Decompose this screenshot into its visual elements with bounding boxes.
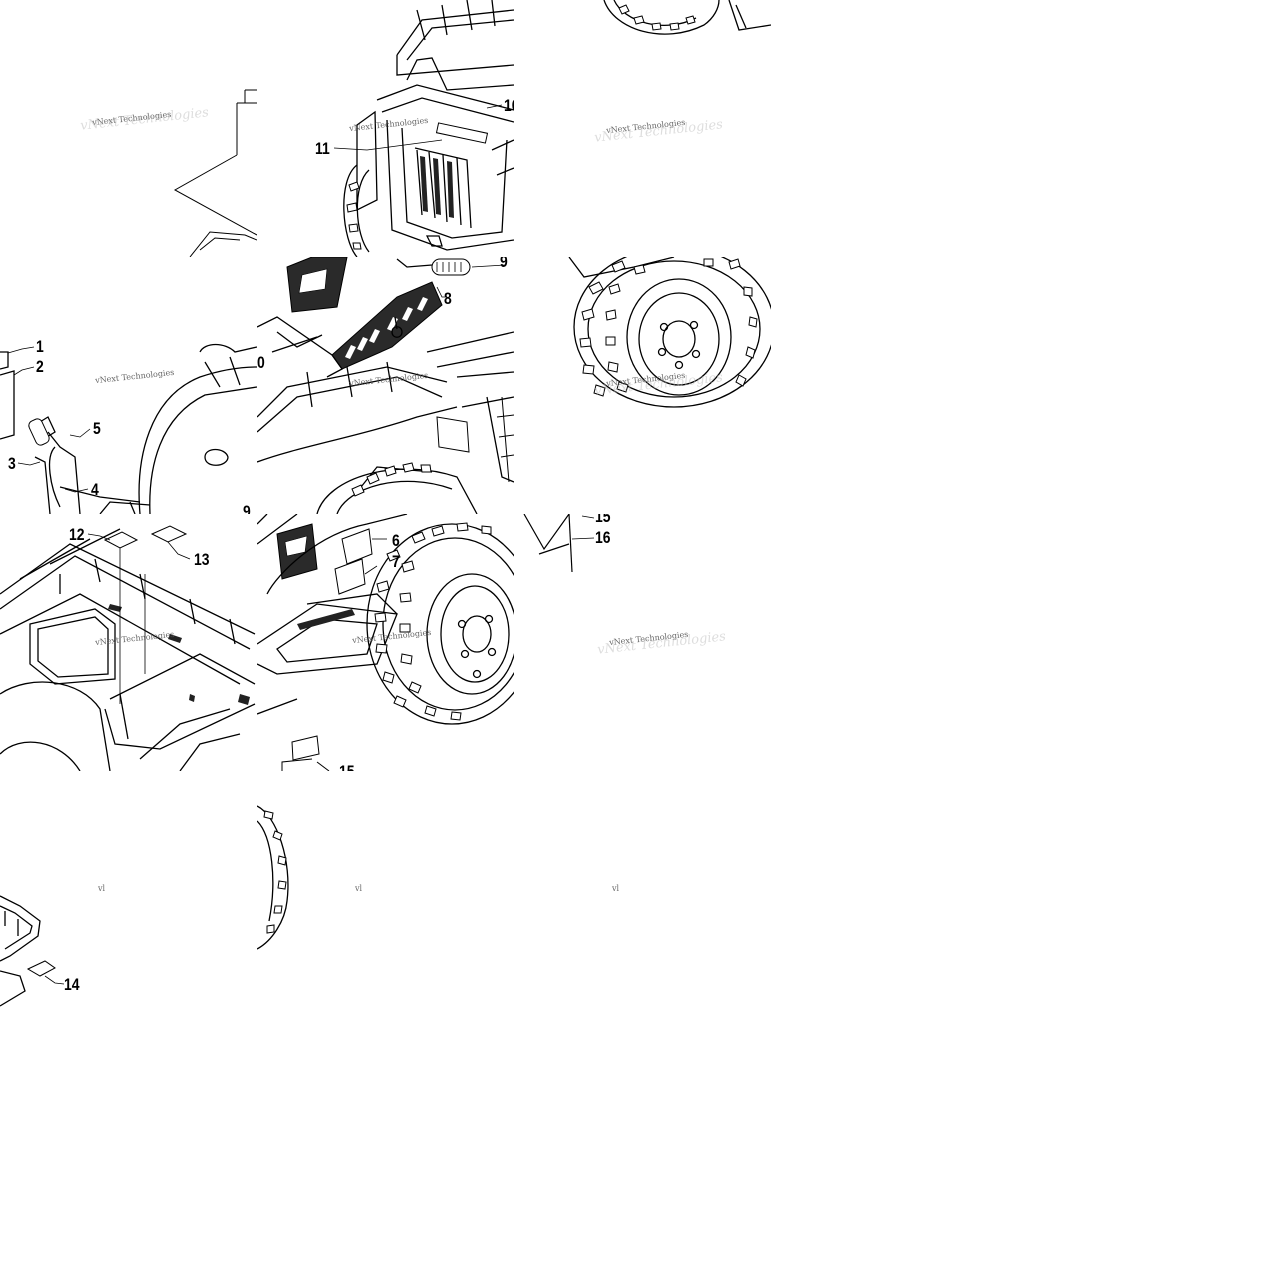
tile-r1-c0: 1 2 5 3 4 9 vNext Technologies xyxy=(0,257,257,514)
front-tire-top xyxy=(603,0,771,35)
callout-6: 6 xyxy=(392,531,400,550)
watermark-stub: vl xyxy=(355,884,363,893)
tile-r3-c0: 14 vl xyxy=(0,771,257,1028)
callout-5: 5 xyxy=(93,419,101,438)
callout-3: 3 xyxy=(8,454,16,473)
front-rack-and-grille xyxy=(333,0,514,257)
rear-fender-and-wheel xyxy=(257,514,514,771)
callout-4: 4 xyxy=(91,480,99,499)
callout-12: 12 xyxy=(69,525,85,544)
tile-r0-c0: vNext Technologies vNext Technologies xyxy=(0,0,257,257)
callout-14: 14 xyxy=(64,975,80,994)
tile-r3-c2: vl xyxy=(514,771,771,951)
callout-16: 16 xyxy=(595,528,611,547)
decal-sheet-outline xyxy=(173,89,257,257)
rear-rack-and-seat xyxy=(0,525,256,771)
callout-8: 8 xyxy=(444,289,452,308)
callout-13: 13 xyxy=(194,550,210,569)
tile-r0-c2: vNext Technologies vNext Technologies xyxy=(514,0,771,257)
tank-and-seat-decals xyxy=(257,257,514,514)
tile-r1-c1: 8 9 0 vNext Technologies xyxy=(257,257,514,514)
tile-r2-c0: 12 13 vNext Technologies xyxy=(0,514,257,771)
watermark-stub: vl xyxy=(612,884,620,893)
watermark-stub: vl xyxy=(98,884,106,893)
tile-r1-c2: vNext Technologies vNext Technologies xyxy=(514,257,771,514)
tile-r2-c1: 6 7 15 vNext Technologies xyxy=(257,514,514,771)
tile-r3-c1: vl xyxy=(257,771,514,951)
callout-15b: 15 xyxy=(339,763,355,771)
callout-9b: 9 xyxy=(243,502,251,514)
front-right-wheel xyxy=(568,257,771,408)
rear-wheel-edge xyxy=(257,805,289,950)
callout-15: 15 xyxy=(595,514,611,526)
callout-11: 11 xyxy=(315,139,330,158)
callout-1: 1 xyxy=(36,337,44,356)
callout-10: 10 xyxy=(504,96,514,115)
tile-r0-c1: 11 10 vNext Technologies xyxy=(257,0,514,257)
tile-r2-c2: 15 16 vNext Technologies vNext Technolog… xyxy=(514,514,771,771)
decal-sheets-15-16 xyxy=(523,514,595,573)
callout-9: 9 xyxy=(500,257,508,271)
callout-2: 2 xyxy=(36,357,44,376)
callout-0: 0 xyxy=(257,353,265,372)
rear-rack-corner xyxy=(0,895,65,1007)
callout-7: 7 xyxy=(392,552,400,571)
left-handlebar-and-fender xyxy=(0,343,257,514)
